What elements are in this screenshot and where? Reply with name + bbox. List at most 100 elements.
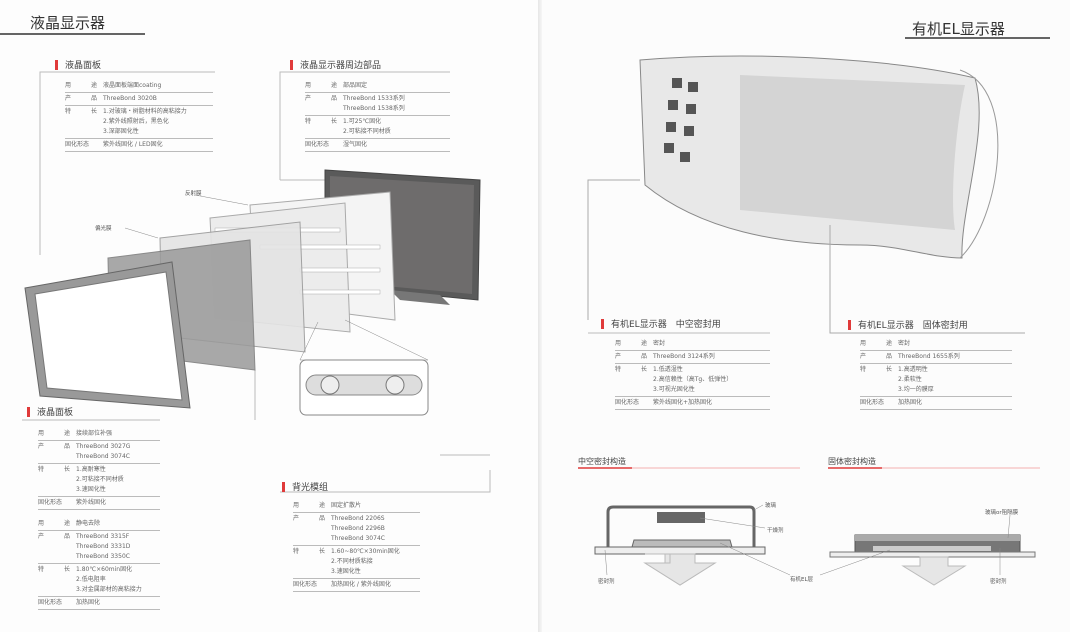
spec-key: 特长 [38, 565, 76, 595]
spec-value: 紫外线固化+加热固化 [653, 398, 712, 408]
spec-key-part: 特 [305, 118, 312, 125]
accent-bar [55, 59, 58, 70]
solid-seal-diagram [819, 514, 1036, 586]
spec-value-line: 湿气固化 [343, 141, 368, 148]
spec-row: 固化形态 紫外线固化+加热固化 [615, 397, 770, 410]
spec-row: 用途液晶面板端面coating [65, 80, 213, 93]
spec-key: 用途 [615, 339, 653, 349]
spec-key: 固化形态 [305, 140, 343, 150]
spec-value: 加热固化 [898, 398, 922, 408]
accent-bar [282, 481, 285, 492]
spec-key: 固化形态 [615, 398, 653, 408]
spec-key: 产品 [860, 352, 898, 362]
spec-value-line: ThreeBond 3331D [76, 543, 131, 550]
bezel-frame [24, 261, 191, 409]
section-title-text: 液晶面板 [65, 61, 102, 71]
label-reflect-film: 反射膜 [185, 191, 202, 197]
accent-bar [601, 318, 604, 329]
spec-key: 用途 [65, 81, 103, 91]
spec-key-part: 固化形态 [38, 599, 63, 606]
spec-key: 特长 [293, 547, 331, 577]
spec-value-line: 密封 [898, 340, 911, 347]
spec-key-part: 途 [63, 520, 70, 527]
spec-value: 液晶面板端面coating [103, 81, 161, 91]
spec-key: 产品 [38, 442, 76, 462]
section-title-text: 有机EL显示器 固体密封用 [858, 321, 968, 331]
spec-key-part: 用 [305, 82, 312, 89]
spec-value-line: 接续部位补强 [76, 430, 113, 437]
label-barrier: 玻璃or阻隔膜 [985, 510, 1019, 516]
spec-key-part: 产 [65, 95, 72, 102]
label-sealant-solid: 密封剂 [990, 579, 1007, 585]
spec-value-line: 3.速固化性 [331, 568, 361, 575]
spec-key-part: 特 [38, 466, 45, 473]
spec-key-part: 用 [38, 520, 45, 527]
spec-value-line: 密封 [653, 340, 666, 347]
spec-key-part: 途 [330, 82, 337, 89]
spec-value: 部品固定 [343, 81, 367, 91]
spec-key-part: 用 [38, 430, 45, 437]
spec-value-line: 2.不同材质粘接 [331, 558, 373, 565]
spec-value-line: 液晶面板端面coating [103, 82, 162, 89]
spec-key: 用途 [38, 429, 76, 439]
spec-value-line: 静电去除 [76, 520, 101, 527]
spec-key-part: 特 [615, 366, 622, 373]
spec-value: ThreeBond 3020B [103, 94, 157, 104]
spec-value-line: ThreeBond 1655系列 [898, 353, 960, 360]
spec-value-line: 1.80℃×60min固化 [76, 566, 133, 573]
label-polarizer-film: 偏光膜 [95, 226, 112, 232]
solid-structure-title: 固体密封构造 [828, 457, 876, 466]
spec-key: 产品 [305, 94, 343, 114]
spec-row: 固化形态 加热固化 [38, 597, 160, 610]
spec-key-part: 产 [293, 515, 300, 522]
spec-value-line: 2.紫外线照射后，黑色化 [103, 118, 169, 125]
spec-key: 用途 [860, 339, 898, 349]
spec-key-part: 产 [615, 353, 622, 360]
spec-value-line: 紫外线固化+加热固化 [653, 399, 713, 406]
spec-value-line: 加热固化 [76, 599, 101, 606]
spec-key: 特长 [38, 465, 76, 495]
spec-key: 产品 [65, 94, 103, 104]
spec-key-part: 品 [640, 353, 647, 360]
spec-value-line: 1.低透湿性 [653, 366, 683, 373]
label-oled-layer: 有机EL层 [790, 577, 814, 583]
spec-key: 用途 [293, 501, 331, 511]
spec-value-line: 2.低电阻率 [76, 576, 106, 583]
spec-value-line: 2.可粘接不同材质 [343, 128, 391, 135]
section-title-lcd-panel-bottom: 液晶面板 [27, 405, 73, 418]
spec-key-part: 途 [640, 340, 647, 347]
spec-key-part: 特 [65, 108, 72, 115]
spec-value-line: 1.对玻璃・树脂材料的高粘接力 [103, 108, 187, 115]
spec-key-part: 品 [90, 95, 97, 102]
spec-value-line: 部品固定 [343, 82, 368, 89]
spec-value: 密封 [898, 339, 910, 349]
section-title-text: 有机EL显示器 中空密封用 [611, 320, 721, 330]
spec-key-part: 固化形态 [615, 399, 640, 406]
spec-key-part: 用 [65, 82, 72, 89]
spec-row: 用途接续部位补强 [38, 428, 160, 441]
spec-value-line: ThreeBond 2296B [331, 525, 385, 532]
spec-key-part: 途 [318, 502, 325, 509]
spec-value-line: 1.可25℃固化 [343, 118, 382, 125]
spec-value-line: ThreeBond 3074C [76, 453, 130, 460]
spec-key-part: 特 [38, 566, 45, 573]
spec-key-part: 长 [640, 366, 647, 373]
spec-key-part: 用 [615, 340, 622, 347]
spec-value-line: 2.柔软性 [898, 376, 922, 383]
spec-key-part: 长 [885, 366, 892, 373]
spec-value-line: 加热固化 [898, 399, 923, 406]
spec-value-line: 3.深部固化性 [103, 128, 139, 135]
spec-row: 用 途静电去除 [38, 518, 160, 531]
section-title-lcd-periphery: 液晶显示器周边部品 [290, 58, 381, 71]
spec-value-line: 3.速固化性 [76, 486, 106, 493]
spec-value: 紫外线固化 [76, 498, 106, 508]
